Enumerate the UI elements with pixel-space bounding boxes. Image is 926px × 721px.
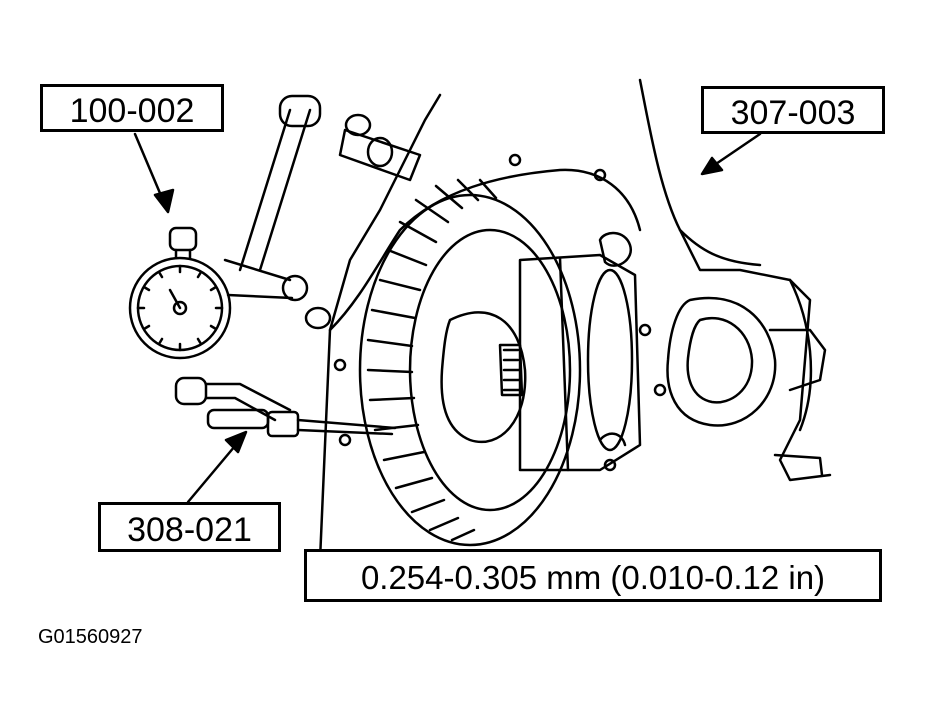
callout-dial-indicator: 100-002 [40,84,224,132]
dial-indicator [128,94,422,360]
leader-lines [133,132,762,504]
ring-gear [358,178,582,547]
callout-holding-fixture: 307-003 [701,86,885,134]
differential-case [440,231,642,472]
axle-housing [318,78,832,602]
indicator-tip [174,376,397,438]
figure-id: G01560927 [38,626,143,648]
callout-indicator-tip: 308-021 [98,502,281,552]
backlash-specification: 0.254-0.305 mm (0.010-0.12 in) [304,549,882,602]
